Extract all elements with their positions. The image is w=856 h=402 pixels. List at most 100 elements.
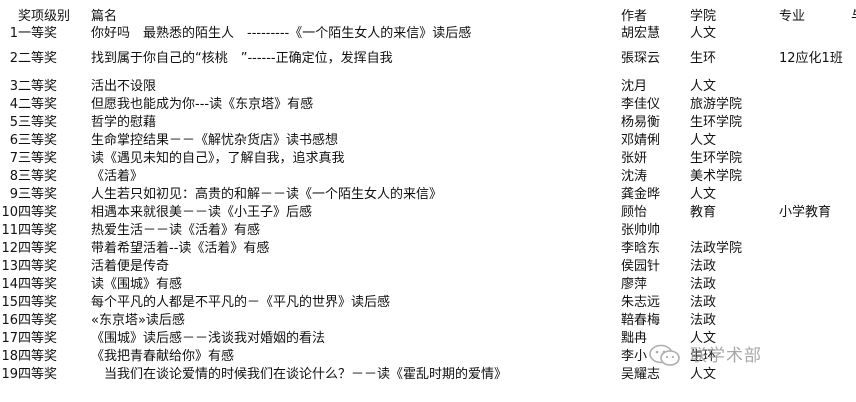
row-major: 12应化1班 [779, 51, 843, 66]
row-number: 12 [1, 241, 18, 256]
row-college: 法政 [690, 295, 717, 310]
row-number: 3 [9, 79, 18, 94]
header-extra: 与 [851, 8, 856, 26]
row-college: 生环学院 [690, 115, 743, 130]
row-number: 16 [1, 313, 18, 328]
header-college: 学院 [690, 9, 717, 24]
row-author: 廖萍 [621, 277, 648, 292]
row-author: 朱志远 [621, 295, 661, 310]
row-major [779, 276, 854, 294]
row-award-level: 二等奖 [18, 79, 58, 94]
row-college: 法政 [690, 277, 717, 292]
row-award-level: 四等奖 [18, 295, 58, 310]
row-major [779, 96, 854, 114]
row-author: 李晗东 [621, 241, 661, 256]
row-college: 人文 [690, 367, 717, 382]
row-number: 14 [1, 277, 18, 292]
row-author: 龚金晔 [621, 187, 661, 202]
row-award-level: 四等奖 [18, 241, 58, 256]
row-college: 教育 [690, 205, 717, 220]
row-number: 2 [9, 51, 18, 66]
header-title: 篇名 [91, 9, 118, 24]
row-award-level: 三等奖 [18, 115, 58, 130]
row-award-level: 三等奖 [18, 133, 58, 148]
row-author: 吴耀志 [621, 367, 661, 382]
row-title: 每个平凡的人都是不平凡的－《平凡的世界》读后感 [91, 295, 391, 310]
row-title: 读《遇见未知的自己》，了解自我，追求真我 [91, 151, 345, 166]
row-award-level: 二等奖 [18, 97, 58, 112]
row-author: 李小 [621, 349, 648, 364]
wechat-logo-icon [649, 344, 680, 366]
row-author: 李佳仪 [621, 97, 661, 112]
row-award-level: 四等奖 [18, 367, 58, 382]
row-college [690, 222, 780, 240]
row-college: 人文 [690, 26, 717, 41]
row-major [779, 168, 854, 186]
row-author: 胡宏慧 [621, 26, 661, 41]
row-major [779, 186, 854, 204]
row-title: 但愿我也能成为你---读《东京塔》有感 [91, 97, 314, 112]
row-author: 侯园针 [621, 259, 661, 274]
row-college: 法政学院 [690, 241, 743, 256]
row-number: 4 [9, 97, 18, 112]
row-number: 6 [9, 133, 18, 148]
row-number: 19 [1, 367, 18, 382]
row-number: 7 [9, 151, 18, 166]
row-title: 读《围城》有感 [91, 277, 183, 292]
row-award-level: 四等奖 [18, 259, 58, 274]
watermark-text: 联学术部 [690, 346, 762, 366]
row-major [779, 114, 854, 132]
row-number: 9 [9, 187, 18, 202]
header-author: 作者 [621, 9, 648, 24]
row-college: 人文 [690, 331, 717, 346]
row-title: 带着希望活着--读《活着》有感 [91, 241, 270, 256]
row-college: 美术学院 [690, 169, 743, 184]
row-number: 8 [9, 169, 18, 184]
row-author: 沈月 [621, 79, 648, 94]
row-award-level: 四等奖 [18, 349, 58, 364]
row-author: 张妍 [621, 151, 648, 166]
header-row: 奖项级别 篇名 作者 学院 专业 与 [0, 8, 856, 26]
row-award-level: 三等奖 [18, 187, 58, 202]
row-major [779, 132, 854, 150]
row-number: 17 [1, 331, 18, 346]
watermark: 联学术部 [648, 341, 848, 371]
row-number: 5 [9, 115, 18, 130]
row-college: 法政 [690, 259, 717, 274]
row-author: 邓婧俐 [621, 133, 661, 148]
row-major: 小学教育 [779, 205, 832, 220]
row-award-level: 四等奖 [18, 205, 58, 220]
row-title: 《我把青春献给你》有感 [91, 349, 235, 364]
row-award-level: 四等奖 [18, 223, 58, 238]
row-number: 18 [1, 349, 18, 364]
row-award-level: 一等奖 [18, 26, 58, 41]
row-number: 13 [1, 259, 18, 274]
row-title: «东京塔»读后感 [91, 313, 185, 328]
row-award-level: 三等奖 [18, 151, 58, 166]
row-college: 生环 [690, 51, 717, 66]
row-title: 热爱生活－－读《活着》有感 [91, 223, 261, 238]
row-title: 《活着》 [91, 169, 144, 184]
row-author: 張琛云 [621, 51, 661, 66]
row-major [779, 78, 854, 96]
row-title: 人生若只如初见：高贵的和解－－读《一个陌生女人的来信》 [91, 187, 443, 202]
row-award-level: 四等奖 [18, 313, 58, 328]
row-title: 活着便是传奇 [91, 259, 170, 274]
row-college: 人文 [690, 79, 717, 94]
row-number: 11 [1, 223, 18, 238]
row-award-level: 四等奖 [18, 331, 58, 346]
header-major: 专业 [779, 9, 806, 24]
row-college: 生环 [690, 349, 717, 364]
row-title: 生命掌控结果－－《解忧杂货店》读书感想 [91, 133, 339, 148]
row-major [779, 240, 854, 258]
row-major [779, 258, 854, 276]
